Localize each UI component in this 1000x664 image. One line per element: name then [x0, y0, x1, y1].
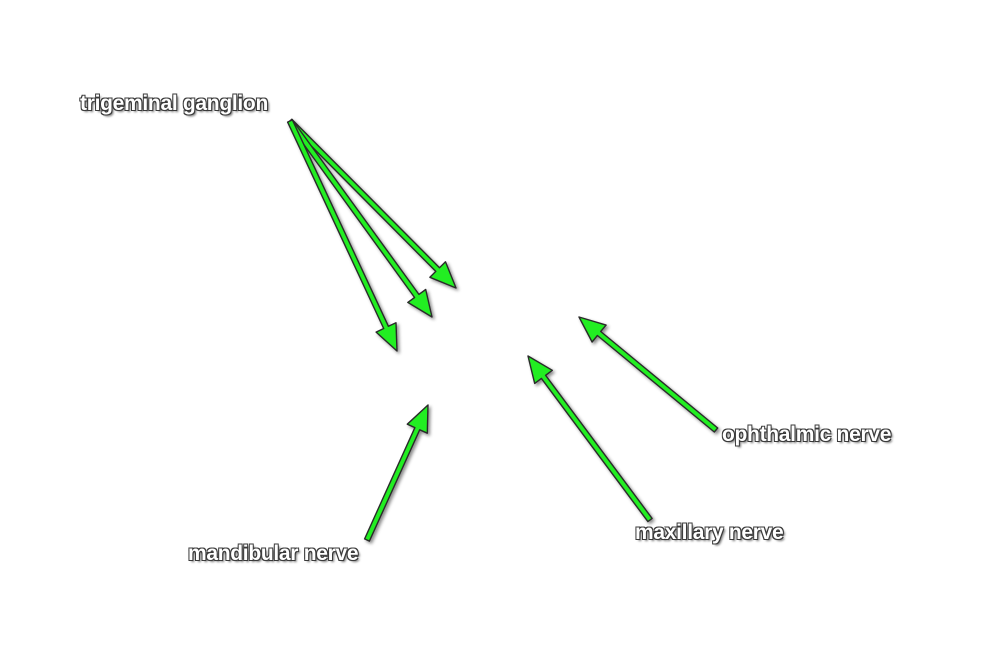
maxillary-nerve-arrow-pointer [527, 355, 653, 523]
mandibular-nerve-label: mandibular nerve [188, 542, 359, 565]
ophthalmic-nerve-arrow-pointer [578, 316, 719, 433]
mandibular-nerve-arrow-pointer [363, 404, 429, 542]
trigeminal-arrow-lower-pointer [286, 119, 398, 352]
trigeminal-arrow-middle-pointer [287, 118, 433, 318]
ophthalmic-nerve-label: ophthalmic nerve [722, 423, 892, 446]
maxillary-nerve-label: maxillary nerve [635, 521, 784, 544]
trigeminal-ganglion-label: trigeminal ganglion [80, 92, 268, 115]
trigeminal-arrow-upper-pointer [287, 118, 457, 289]
